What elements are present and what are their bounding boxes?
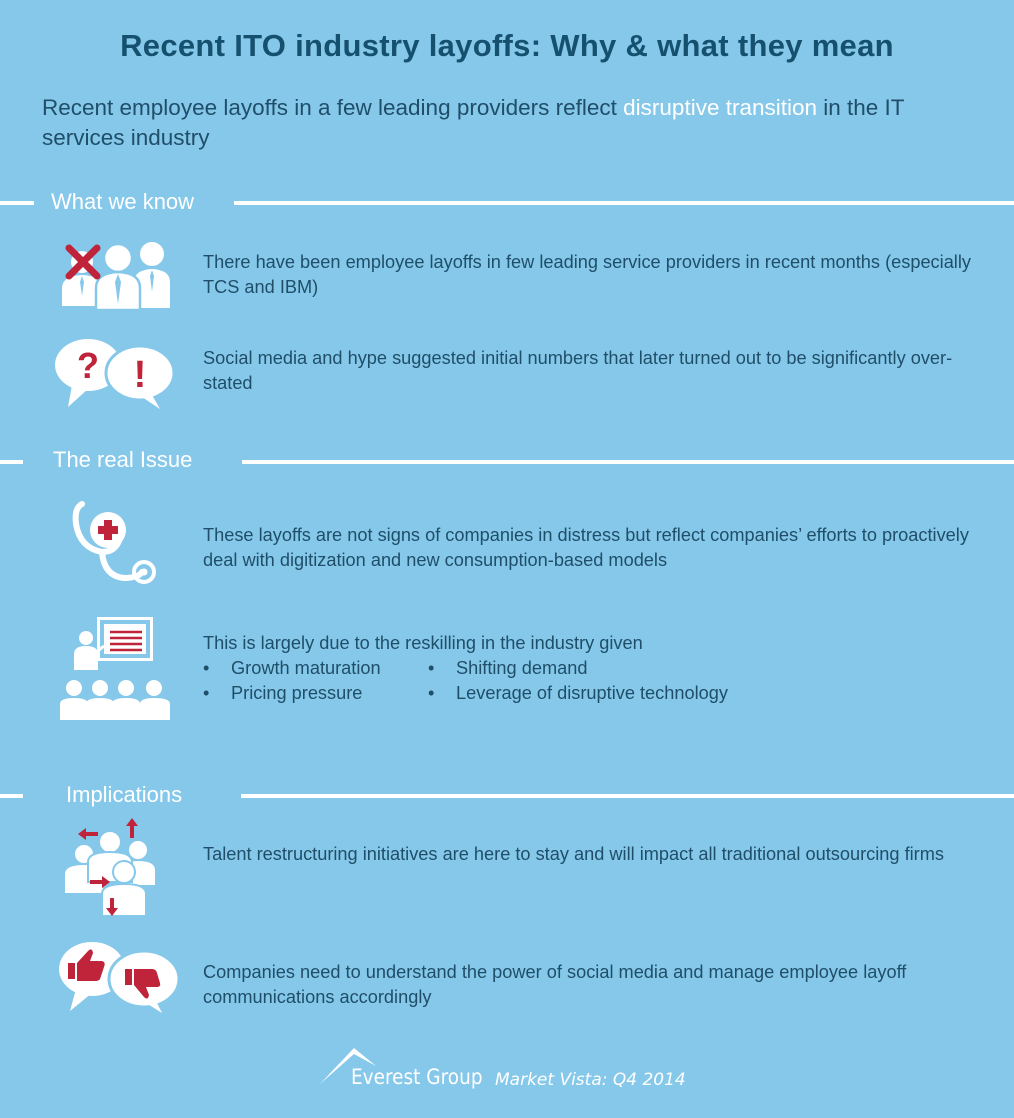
page-title: Recent ITO industry layoffs: Why & what … [120,28,894,63]
bullet-item: Leverage of disruptive technology [456,683,728,703]
subtitle-text-end: in the IT services industry [42,95,905,150]
section-divider-right [234,201,1014,205]
implication-item-1-text: Talent restructuring initiatives are her… [203,844,944,864]
page-subtitle: Recent employee layoffs in a few leading… [42,93,982,153]
svg-text:!: ! [134,354,147,396]
thumbs-bubbles-icon [58,941,182,1020]
question-exclamation-bubbles-icon: ? ! [54,337,180,416]
section-label-what-we-know: What we know [51,189,195,214]
bullet-mark: • [428,658,435,678]
section-divider-left [0,201,34,205]
bullet-item: Pricing pressure [231,683,363,703]
issue-item-1-text: These layoffs are not signs of companies… [203,525,969,570]
section-label-implications: Implications [66,782,183,807]
issue-item-2-intro: This is largely due to the reskilling in… [203,633,643,653]
subtitle-highlight: disruptive transition [623,95,817,120]
bullet-mark: • [428,683,435,703]
know-item-2-text: Social media and hype suggested initial … [203,348,953,393]
section-divider-right [242,460,1014,464]
subtitle-text-start: Recent employee layoffs in a few leading… [42,95,624,120]
footer-brand: Everest Group [351,1065,483,1089]
bullet-item: Shifting demand [456,658,588,678]
layoff-people-icon [56,236,176,315]
stethoscope-icon [72,498,162,595]
everest-mountain-logo-icon [318,1046,378,1091]
section-divider-left [0,794,23,798]
svg-text:?: ? [77,345,99,386]
bullet-mark: • [203,683,210,703]
restructuring-arrows-icon [62,818,158,923]
section-divider-right [241,794,1014,798]
bullet-mark: • [203,658,210,678]
know-item-1-text: There have been employee layoffs in few … [203,252,971,297]
presentation-audience-icon [58,614,174,727]
bullet-item: Growth maturation [231,658,381,678]
section-divider-left [0,460,23,464]
section-label-real-issue: The real Issue [53,447,193,472]
implication-item-2-text: Companies need to understand the power o… [203,962,907,1007]
footer-tagline: Market Vista: Q4 2014 [495,1070,686,1090]
